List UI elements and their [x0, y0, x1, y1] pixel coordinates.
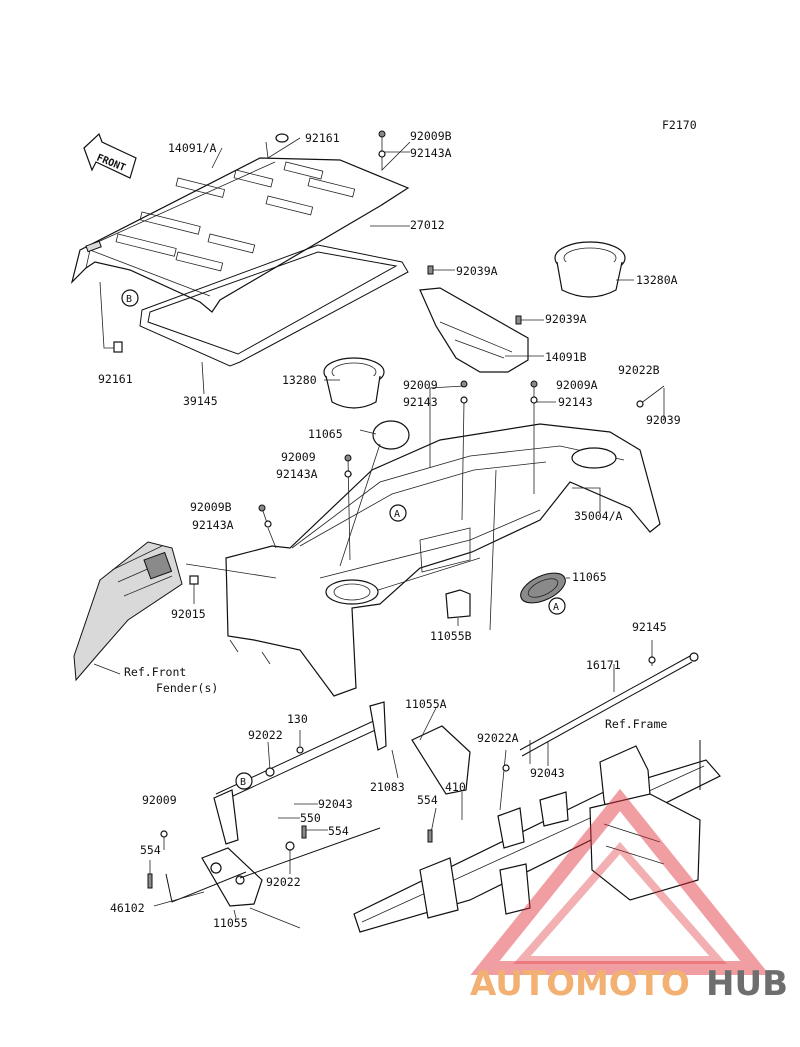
rod-16171 [519, 652, 699, 757]
watermark-logo: AUTOMOTO HUB [470, 788, 788, 1004]
front-arrow-icon: FRONT [83, 132, 137, 179]
part-label: 11055B [430, 629, 472, 643]
part-label: 92009B [190, 500, 232, 514]
bracket-11055b [445, 589, 471, 619]
part-label: 130 [287, 712, 308, 726]
body-cup-recess-rear [571, 447, 617, 469]
cup-holder-a [554, 241, 626, 298]
part-label: 16171 [586, 658, 621, 672]
part-label: 92161 [305, 131, 340, 145]
cap-11065 [372, 420, 410, 450]
part-label: 92022A [477, 731, 519, 745]
part-label: 92161 [98, 372, 133, 386]
part-label: 13280 [282, 373, 317, 387]
roof-cover [70, 157, 410, 313]
part-label: 11065 [308, 427, 343, 441]
part-label: 92143A [192, 518, 234, 532]
part-label: 35004/A [574, 509, 623, 523]
part-label: 39145 [183, 394, 218, 408]
bracket-14091b [419, 287, 529, 373]
part-label: 21083 [370, 780, 405, 794]
part-label: 92015 [171, 607, 206, 621]
roof-slots [115, 161, 356, 272]
cap-11065-lower [520, 572, 566, 604]
part-label: 92009 [403, 378, 438, 392]
frame-ref [353, 740, 721, 933]
part-label: 92009 [142, 793, 177, 807]
part-label: 92145 [632, 620, 667, 634]
leader-lines [93, 134, 665, 929]
part-label: 11055 [213, 916, 248, 930]
part-label: 92022B [618, 363, 660, 377]
cup-holder [323, 357, 385, 409]
part-label: 13280A [636, 273, 678, 287]
part-label: Ref.Frame [605, 717, 667, 731]
part-label: 410 [445, 780, 466, 794]
part-label: 92143 [403, 395, 438, 409]
callout-letter: A [394, 509, 400, 520]
part-label: 92022 [266, 875, 301, 889]
watermark-text-automoto: AUTOMOTO [470, 964, 690, 1004]
lower-bracket-assembly [165, 701, 471, 907]
part-label: 92009B [410, 129, 452, 143]
part-label: 92143 [558, 395, 593, 409]
part-label: 92039A [545, 312, 587, 326]
part-label: 92143A [276, 467, 318, 481]
part-label: 14091B [545, 350, 587, 364]
part-label: 27012 [410, 218, 445, 232]
part-labels: 92161 14091/A 92009B 92143A 27012 92039A… [98, 129, 681, 930]
callout-b-low: B [235, 772, 253, 790]
callout-letter: B [240, 777, 246, 788]
part-label: 46102 [110, 901, 145, 915]
body-cup-recess [325, 579, 379, 605]
part-label: 92022 [248, 728, 283, 742]
part-label: 11065 [572, 570, 607, 584]
part-label: 11055A [405, 697, 447, 711]
fasteners [113, 130, 656, 889]
part-label: 14091/A [168, 141, 217, 155]
seal-gasket [139, 244, 409, 367]
part-label: 92009 [281, 450, 316, 464]
part-label: 554 [417, 793, 438, 807]
part-label: 92143A [410, 146, 452, 160]
rear-body [225, 423, 661, 697]
figure-code: F2170 [662, 118, 697, 132]
part-label: 92039A [456, 264, 498, 278]
front-fender-ref [73, 541, 183, 682]
part-label: 92043 [318, 797, 353, 811]
callout-letter: B [126, 294, 132, 305]
part-label: 92009A [556, 378, 598, 392]
part-label: 550 [300, 811, 321, 825]
part-label: 92043 [530, 766, 565, 780]
callout-a-right: A [548, 597, 566, 615]
part-label: 92039 [646, 413, 681, 427]
part-label: Ref.Front [124, 665, 186, 679]
part-label: 554 [328, 824, 349, 838]
watermark-text-hub: HUB [706, 964, 788, 1004]
part-label: Fender(s) [156, 681, 218, 695]
watermark-triangle-icon [470, 788, 770, 975]
part-label: 554 [140, 843, 161, 857]
callout-a-mid: A [389, 504, 407, 522]
callout-b-top: B [121, 289, 139, 307]
callout-letter: A [553, 602, 559, 613]
